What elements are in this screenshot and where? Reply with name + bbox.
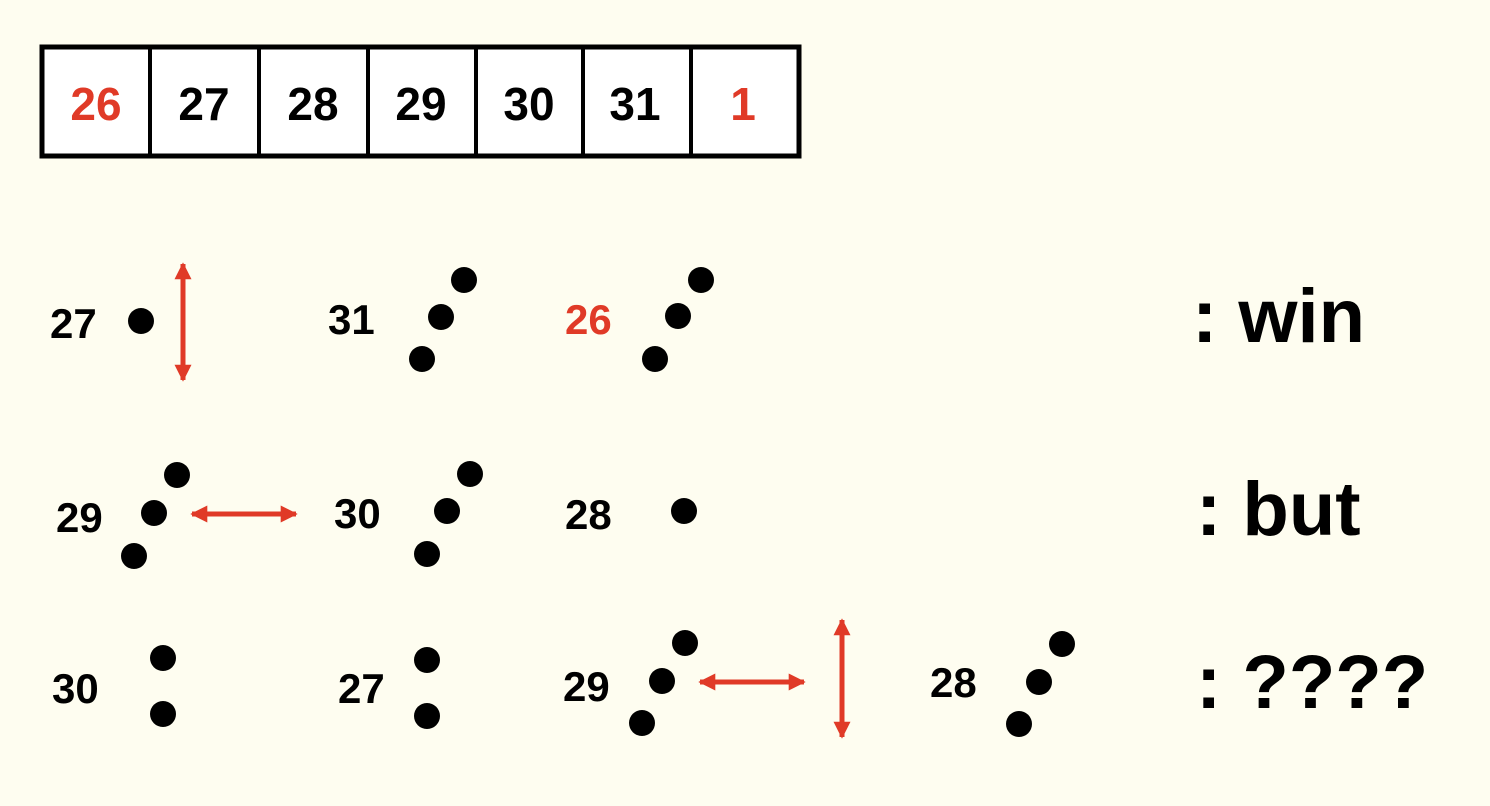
die-number: 29 — [56, 494, 103, 541]
sequence-cell: 26 — [70, 78, 121, 130]
pip — [150, 701, 176, 727]
pip — [409, 346, 435, 372]
die-number: 28 — [565, 491, 612, 538]
die-face-three — [1006, 631, 1075, 737]
pip — [665, 303, 691, 329]
die-number: 27 — [338, 665, 385, 712]
row-label: : win — [1192, 274, 1365, 359]
sequence-cell: 1 — [730, 78, 756, 130]
sequence-cell: 30 — [503, 78, 554, 130]
die-number: 28 — [930, 659, 977, 706]
sequence-cell: 29 — [395, 78, 446, 130]
die-face-three — [409, 267, 477, 372]
die-number: 30 — [334, 490, 381, 537]
pip — [150, 645, 176, 671]
pip — [414, 647, 440, 673]
row-label: : but — [1196, 467, 1361, 552]
row-win: 27 31 26 : win — [50, 262, 1365, 382]
pip — [414, 541, 440, 567]
die-number: 27 — [50, 300, 97, 347]
pip — [414, 703, 440, 729]
die-number: 30 — [52, 665, 99, 712]
row-but: 29 30 28 : but — [56, 461, 1361, 569]
pip — [649, 668, 675, 694]
row-label: : ???? — [1196, 640, 1428, 725]
pip — [1006, 711, 1032, 737]
row-unknown: 30 27 29 28 : ???? — [52, 618, 1428, 739]
die-face-two — [150, 645, 176, 727]
die-face-two — [414, 647, 440, 729]
pip — [642, 346, 668, 372]
pip — [141, 500, 167, 526]
pip — [629, 710, 655, 736]
pip — [671, 498, 697, 524]
pip — [128, 308, 154, 334]
die-face-three — [629, 630, 698, 736]
pip — [451, 267, 477, 293]
pip — [428, 304, 454, 330]
pip — [434, 498, 460, 524]
pip — [164, 462, 190, 488]
sequence-frame — [39, 44, 802, 159]
die-number: 29 — [563, 663, 610, 710]
die-face-three — [414, 461, 483, 567]
sequence-cell: 31 — [609, 78, 660, 130]
die-number: 31 — [328, 296, 375, 343]
pip — [672, 630, 698, 656]
sequence-cell: 27 — [178, 78, 229, 130]
die-number: 26 — [565, 296, 612, 343]
pip — [121, 543, 147, 569]
pip — [457, 461, 483, 487]
die-face-three — [121, 462, 190, 569]
sequence-strip: 26 27 28 29 30 31 1 — [39, 44, 802, 159]
sequence-cell: 28 — [287, 78, 338, 130]
pip — [688, 267, 714, 293]
die-face-one — [128, 308, 154, 334]
die-face-three — [642, 267, 714, 372]
die-face-one — [671, 498, 697, 524]
pip — [1026, 669, 1052, 695]
pip — [1049, 631, 1075, 657]
